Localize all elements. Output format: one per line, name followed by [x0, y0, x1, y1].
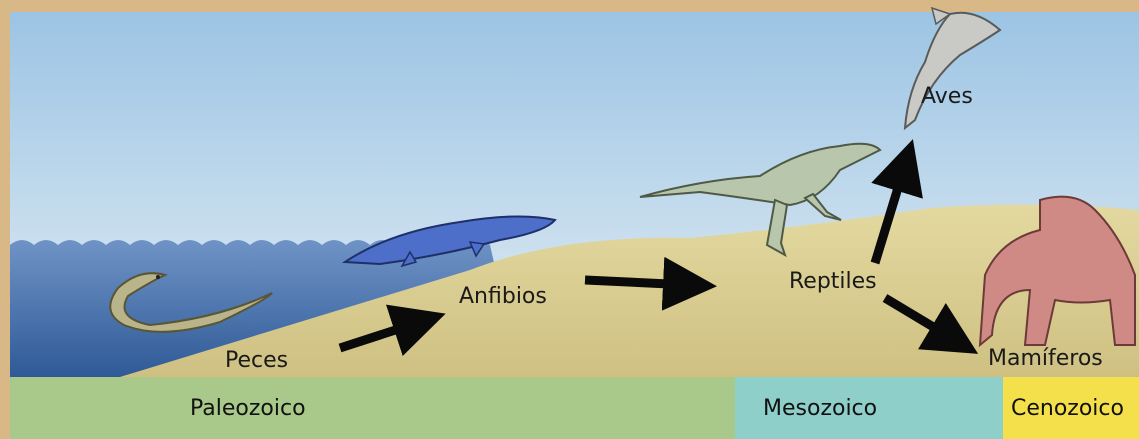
era-cenozoico: Cenozoico: [1003, 377, 1139, 439]
era-label: Cenozoico: [1011, 396, 1124, 421]
era-label: Mesozoico: [763, 396, 877, 421]
arrow-anfibios-reptiles: [585, 280, 690, 285]
label-anfibios: Anfibios: [459, 284, 547, 309]
era-mesozoico: Mesozoico: [735, 377, 1003, 439]
label-reptiles: Reptiles: [789, 269, 877, 294]
era-paleozoico: Paleozoico: [10, 377, 735, 439]
label-peces: Peces: [225, 348, 288, 373]
era-label: Paleozoico: [190, 396, 306, 421]
label-mamiferos: Mamíferos: [988, 346, 1103, 371]
label-aves: Aves: [921, 84, 973, 109]
